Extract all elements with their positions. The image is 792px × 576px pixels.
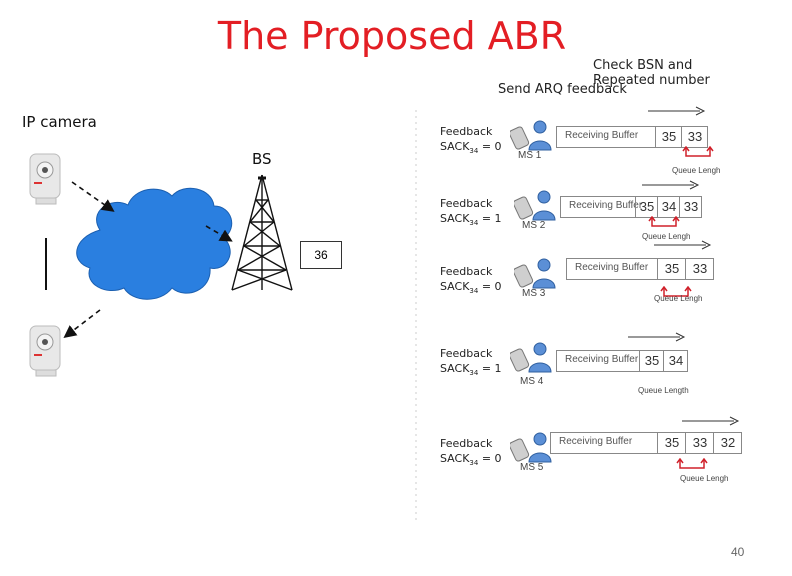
- buffer-cell: 33: [681, 127, 708, 147]
- sack-text: SACK34 = 0: [440, 140, 502, 156]
- ms-label-4: MS 4: [520, 376, 544, 387]
- buffer-cell: 34: [663, 351, 688, 371]
- buffer-cell: 33: [685, 433, 714, 453]
- mobile-user-icon-1: [510, 120, 552, 151]
- buffer-label: Receiving Buffer: [565, 130, 639, 141]
- slide-title: The Proposed ABR: [217, 14, 567, 58]
- queue-bracket-icon-3: [660, 286, 692, 297]
- direction-arrow-3: [654, 240, 712, 250]
- mobile-user-icon-5: [510, 432, 552, 463]
- queue-bracket-icon-5: [676, 458, 708, 469]
- buffer-cell: 33: [679, 197, 702, 217]
- ms-label-3: MS 3: [522, 288, 546, 299]
- mobile-user-icon-2: [514, 190, 556, 221]
- bs-tower-icon: [231, 174, 293, 291]
- ip-camera-icon-1: [29, 153, 61, 205]
- sack-text: SACK34 = 0: [440, 280, 502, 296]
- feedback-text: Feedback: [440, 125, 493, 138]
- queue-bracket-icon-2: [648, 216, 680, 227]
- send-note: Send ARQ feedback: [498, 82, 627, 97]
- queue-length-label-2: Queue Lengh: [642, 232, 691, 241]
- ms-label-5: MS 5: [520, 462, 544, 473]
- feedback-text: Feedback: [440, 347, 493, 360]
- cloud-to-camera2-arrow: [63, 309, 101, 338]
- network-cloud: [76, 187, 233, 300]
- sequence-number-box: 36: [300, 241, 342, 269]
- queue-length-label-1: Queue Lengh: [672, 166, 721, 175]
- ms-label-1: MS 1: [518, 150, 542, 161]
- direction-arrow-2: [642, 180, 700, 190]
- direction-arrow-4: [628, 332, 686, 342]
- sack-text: SACK34 = 1: [440, 212, 502, 228]
- camera1-to-cloud-arrow: [71, 181, 115, 212]
- direction-arrow-5: [682, 416, 740, 426]
- feedback-text: Feedback: [440, 437, 493, 450]
- buffer-cell: 32: [713, 433, 742, 453]
- queue-length-label-4: Queue Length: [638, 386, 689, 395]
- check-note: Check BSN and Repeated number: [593, 58, 710, 88]
- sack-text: SACK34 = 1: [440, 362, 502, 378]
- ip-camera-icon-2: [29, 325, 61, 377]
- buffer-cell: 35: [657, 259, 686, 279]
- feedback-text: Feedback: [440, 197, 493, 210]
- direction-arrow-1: [648, 106, 706, 116]
- buffer-cell: 35: [655, 127, 682, 147]
- buffer-cell: 35: [639, 351, 664, 371]
- ip-camera-label: IP camera: [22, 113, 97, 131]
- cloud-to-bs-arrow: [205, 225, 233, 242]
- buffer-cell: 33: [685, 259, 714, 279]
- ms-label-2: MS 2: [522, 220, 546, 231]
- buffer-label: Receiving Buffer: [565, 354, 639, 365]
- bs-label: BS: [252, 150, 272, 168]
- buffer-cell: 34: [657, 197, 680, 217]
- mobile-user-icon-4: [510, 342, 552, 373]
- buffer-cell: 35: [635, 197, 658, 217]
- page-number: 40: [731, 545, 745, 559]
- buffer-cell: 35: [657, 433, 686, 453]
- mobile-user-icon-3: [514, 258, 556, 289]
- queue-bracket-icon-1: [682, 146, 714, 157]
- buffer-label: Receiving Buffer: [575, 262, 649, 273]
- sack-text: SACK34 = 0: [440, 452, 502, 468]
- queue-length-label-3: Queue Lengh: [654, 294, 703, 303]
- queue-length-label-5: Queue Lengh: [680, 474, 729, 483]
- buffer-label: Receiving Buffer: [559, 436, 633, 447]
- buffer-label: Receiving Buffer: [569, 200, 643, 211]
- feedback-text: Feedback: [440, 265, 493, 278]
